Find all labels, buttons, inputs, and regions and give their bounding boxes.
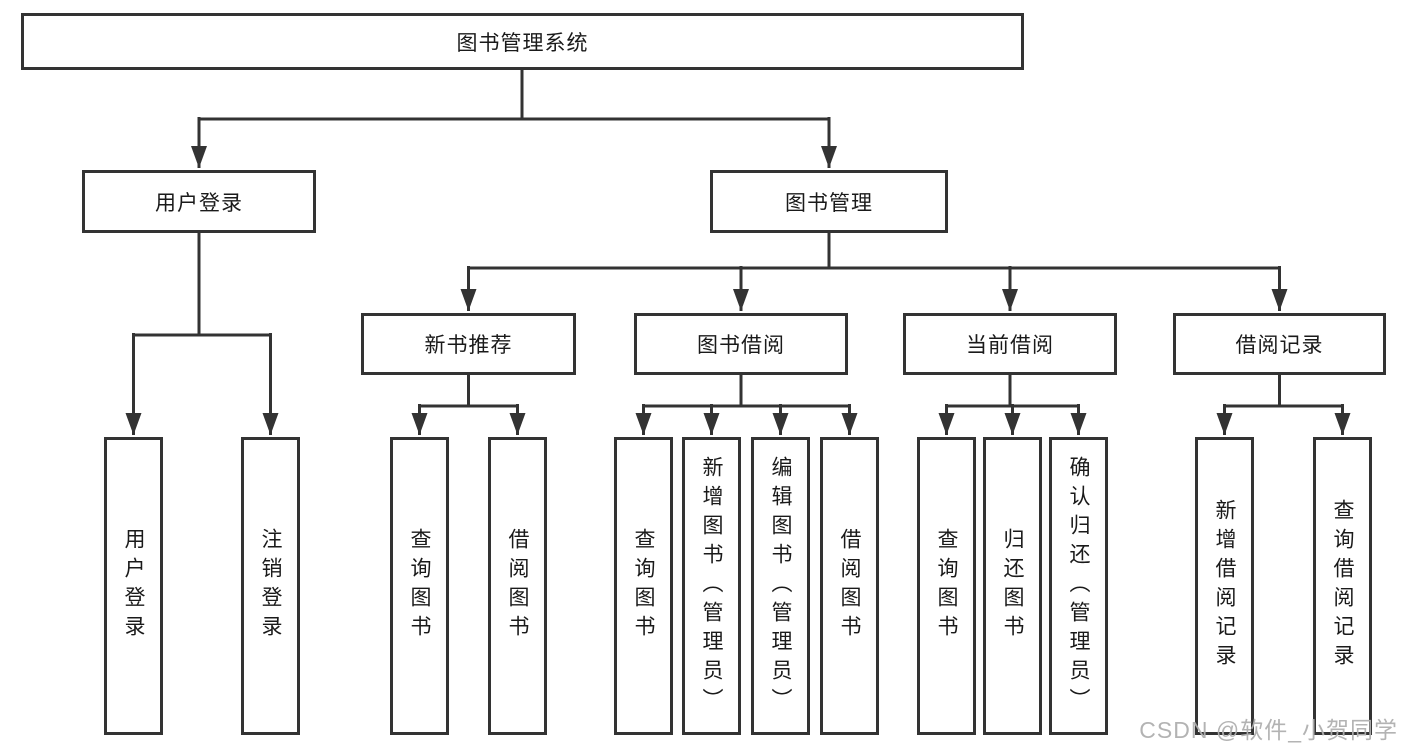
node-user-login: 用户登录 — [82, 170, 316, 233]
leaf-record-add: 新增借阅记录 — [1195, 437, 1254, 735]
user-login-connectors — [125, 233, 279, 435]
root-connectors — [191, 70, 837, 168]
leaf-current-return: 归还图书 — [983, 437, 1042, 735]
leaf-borrow-add-label: 新增图书（管理员） — [700, 455, 723, 717]
leaf-borrow-query-label: 查询图书 — [632, 528, 655, 644]
node-current-borrow: 当前借阅 — [903, 313, 1117, 375]
node-borrow-records: 借阅记录 — [1173, 313, 1386, 375]
book-borrow-connectors — [635, 375, 858, 435]
leaf-borrow-edit-label: 编辑图书（管理员） — [769, 455, 792, 717]
node-book-borrow: 图书借阅 — [634, 313, 848, 375]
leaf-record-query-label: 查询借阅记录 — [1331, 499, 1354, 673]
borrow-records-connectors — [1216, 375, 1351, 435]
leaf-user-login-label: 用户登录 — [122, 528, 145, 644]
node-borrow-records-label: 借阅记录 — [1235, 334, 1324, 357]
node-current-borrow-label: 当前借阅 — [966, 334, 1054, 357]
leaf-current-query: 查询图书 — [917, 437, 976, 735]
leaf-borrow-query: 查询图书 — [614, 437, 673, 735]
leaf-current-return-label: 归还图书 — [1001, 528, 1024, 644]
leaf-current-confirm-label: 确认归还（管理员） — [1067, 455, 1090, 717]
leaf-user-login: 用户登录 — [104, 437, 163, 735]
node-book-mgmt-label: 图书管理 — [785, 191, 873, 215]
leaf-newbooks-query: 查询图书 — [390, 437, 449, 735]
book-mgmt-connectors — [460, 233, 1288, 311]
leaf-current-confirm: 确认归还（管理员） — [1049, 437, 1108, 735]
leaf-logout-label: 注销登录 — [259, 528, 282, 644]
node-user-login-label: 用户登录 — [155, 191, 243, 215]
node-root-label: 图书管理系统 — [456, 31, 589, 55]
node-book-borrow-label: 图书借阅 — [697, 334, 785, 357]
leaf-borrow-book-label: 借阅图书 — [838, 528, 861, 644]
leaf-record-query: 查询借阅记录 — [1313, 437, 1372, 735]
leaf-borrow-add: 新增图书（管理员） — [682, 437, 741, 735]
node-new-books: 新书推荐 — [361, 313, 576, 375]
csdn-watermark: CSDN @软件_小贺同学 — [1139, 717, 1398, 743]
leaf-newbooks-query-label: 查询图书 — [408, 528, 431, 644]
node-book-mgmt: 图书管理 — [710, 170, 948, 233]
leaf-current-query-label: 查询图书 — [935, 528, 958, 644]
node-new-books-label: 新书推荐 — [424, 334, 513, 357]
node-root: 图书管理系统 — [21, 13, 1024, 70]
leaf-borrow-edit: 编辑图书（管理员） — [751, 437, 810, 735]
leaf-logout: 注销登录 — [241, 437, 300, 735]
leaf-borrow-book: 借阅图书 — [820, 437, 879, 735]
new-books-connectors — [411, 375, 526, 435]
leaf-record-add-label: 新增借阅记录 — [1213, 499, 1236, 673]
leaf-newbooks-borrow: 借阅图书 — [488, 437, 547, 735]
current-borrow-connectors — [938, 375, 1087, 435]
leaf-newbooks-borrow-label: 借阅图书 — [506, 528, 529, 644]
